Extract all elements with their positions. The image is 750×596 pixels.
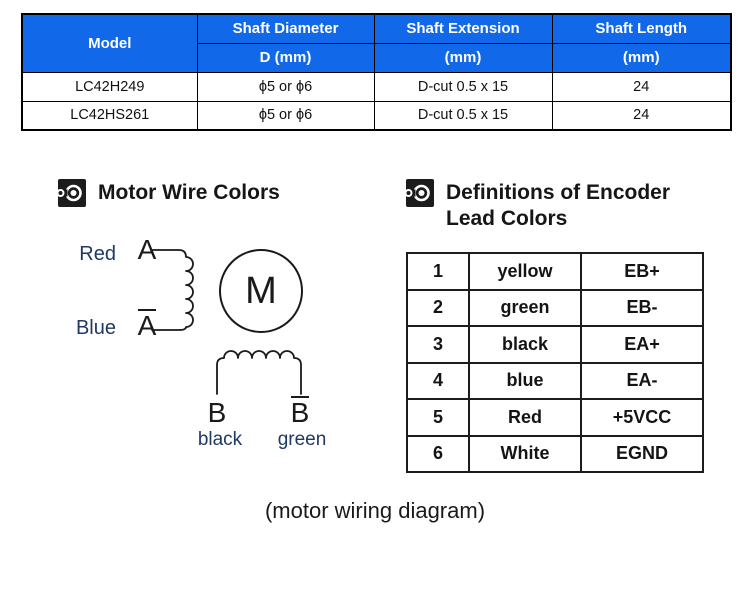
encoder-color: Red <box>468 398 582 437</box>
section-title: Motor Wire Colors <box>98 181 280 204</box>
spec-row-lc42hs261: LC42HS261 ϕ5 or ϕ6 D-cut 0.5 x 15 24 <box>21 100 732 131</box>
shaft-spec-table: Model Shaft Diameter Shaft Extension Sha… <box>21 13 732 131</box>
spec-header-shaft-diameter: Shaft Diameter <box>196 13 375 44</box>
section-title-line1: Definitions of Encoder <box>446 181 671 204</box>
motor-target-icon <box>56 178 87 208</box>
encoder-pin: 5 <box>406 398 470 437</box>
spec-subheader-diameter-unit: D (mm) <box>196 42 375 73</box>
encoder-row: 5 Red +5VCC <box>406 398 704 437</box>
encoder-color: yellow <box>468 252 582 291</box>
phase-a-label: A <box>137 234 157 265</box>
encoder-color: White <box>468 434 582 473</box>
spec-header-model: Model <box>21 13 198 73</box>
encoder-row: 3 black EA+ <box>406 325 704 364</box>
section-heading-encoder-lead-colors: Definitions of Encoder Lead Colors <box>404 178 670 232</box>
spec-cell-diameter: ϕ5 or ϕ6 <box>196 100 375 131</box>
encoder-color: black <box>468 325 582 364</box>
encoder-signal: EA- <box>580 361 704 400</box>
motor-wiring-diagram <box>151 249 303 395</box>
spec-cell-model: LC42HS261 <box>21 100 198 131</box>
encoder-pin: 1 <box>406 252 470 291</box>
section-title: Definitions of Encoder Lead Colors <box>446 180 670 232</box>
phase-b-bar-label: B <box>285 396 315 427</box>
phase-a-bar-wire-color-label: Blue <box>75 317 116 339</box>
motor-symbol-label: M <box>245 270 277 312</box>
motor-target-icon <box>404 178 435 208</box>
spec-cell-length: 24 <box>551 71 732 102</box>
spec-subheader-extension-unit: (mm) <box>373 42 553 73</box>
motor-circle <box>219 249 303 333</box>
encoder-signal: EA+ <box>580 325 704 364</box>
encoder-pin: 2 <box>406 288 470 327</box>
encoder-pin: 6 <box>406 434 470 473</box>
phase-b-bar-letter: B <box>290 396 310 428</box>
phase-b-wire-color-label: black <box>197 429 243 450</box>
figure-caption: (motor wiring diagram) <box>264 498 486 523</box>
section-title-line2: Lead Colors <box>446 207 568 230</box>
spec-subheader-length-unit: (mm) <box>551 42 732 73</box>
spec-cell-model: LC42H249 <box>21 71 198 102</box>
encoder-row: 6 White EGND <box>406 434 704 473</box>
encoder-signal: EB+ <box>580 252 704 291</box>
encoder-signal: +5VCC <box>580 398 704 437</box>
phase-a-wire-color-label: Red <box>79 243 116 265</box>
spec-header-shaft-extension: Shaft Extension <box>373 13 553 44</box>
phase-a-winding <box>151 249 194 331</box>
spec-cell-extension: D-cut 0.5 x 15 <box>373 71 553 102</box>
spec-header-shaft-length: Shaft Length <box>551 13 732 44</box>
section-heading-motor-wire-colors: Motor Wire Colors <box>56 178 280 208</box>
encoder-color: blue <box>468 361 582 400</box>
phase-b-bar-wire-color-label: green <box>277 429 327 450</box>
spec-cell-length: 24 <box>551 100 732 131</box>
spec-cell-extension: D-cut 0.5 x 15 <box>373 100 553 131</box>
spec-row-lc42h249: LC42H249 ϕ5 or ϕ6 D-cut 0.5 x 15 24 <box>21 71 732 102</box>
encoder-color: green <box>468 288 582 327</box>
encoder-signal: EGND <box>580 434 704 473</box>
spec-cell-diameter: ϕ5 or ϕ6 <box>196 71 375 102</box>
phase-b-label: B <box>207 397 227 428</box>
phase-a-bar-letter: A <box>137 309 157 341</box>
phase-a-bar-label: A <box>132 309 162 340</box>
encoder-row: 2 green EB- <box>406 288 704 327</box>
encoder-pin: 4 <box>406 361 470 400</box>
phase-b-winding <box>216 350 302 395</box>
encoder-row: 1 yellow EB+ <box>406 252 704 291</box>
encoder-pin: 3 <box>406 325 470 364</box>
encoder-signal: EB- <box>580 288 704 327</box>
encoder-lead-table: 1 yellow EB+ 2 green EB- 3 black EA+ 4 b… <box>406 252 704 473</box>
encoder-row: 4 blue EA- <box>406 361 704 400</box>
